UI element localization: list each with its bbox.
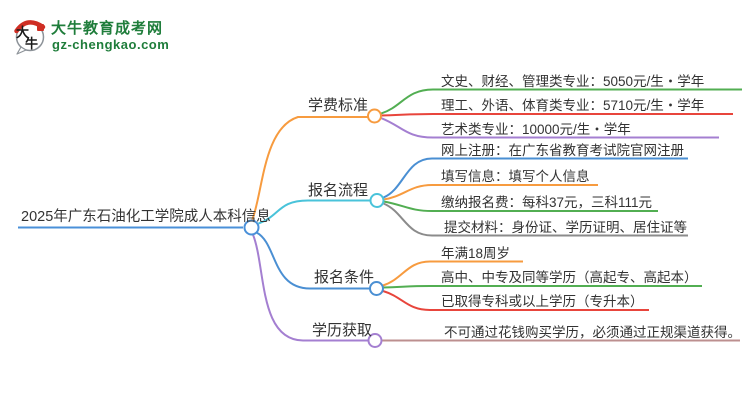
leaf-req-college[interactable]: 已取得专科或以上学历（专升本）: [441, 294, 644, 309]
leaf-process-register[interactable]: 网上注册：在广东省教育考试院官网注册: [441, 143, 684, 158]
branch-tuition[interactable]: 学费标准: [308, 97, 369, 114]
leaf-process-pay-fee[interactable]: 缴纳报名费：每科37元，三科111元: [441, 195, 653, 210]
branch-line-tuition: [251, 116, 368, 221]
leaf-req-highschool[interactable]: 高中、中专及同等学历（高起专、高起本）: [441, 270, 698, 285]
logo-title: 大牛教育成考网: [51, 20, 164, 37]
branch-requirements[interactable]: 报名条件: [314, 269, 375, 286]
leaf-process-fill-info[interactable]: 填写信息：填写个人信息: [441, 169, 590, 184]
branch-process[interactable]: 报名流程: [308, 182, 369, 199]
child-line-process-1: [383, 157, 688, 199]
logo-subtitle: gz-chengkao.com: [52, 37, 170, 52]
credential-node-circle[interactable]: [367, 333, 383, 348]
child-line-process-4: [383, 202, 688, 237]
logo-char-da: 大: [16, 25, 29, 40]
child-line-process-3: [383, 200, 658, 212]
daniu-speech-bubble-icon: 大 牛: [14, 20, 46, 55]
leaf-req-age[interactable]: 年满18周岁: [441, 246, 511, 261]
child-line-requirements-1: [382, 260, 523, 287]
leaf-tuition-science[interactable]: 理工、外语、体育类专业：5710元/生・学年: [441, 98, 705, 113]
branch-line-credential: [251, 233, 369, 342]
requirements-node-circle[interactable]: [369, 281, 384, 296]
root-node-circle[interactable]: [243, 219, 260, 236]
child-line-tuition-3: [380, 117, 719, 139]
process-node-circle[interactable]: [369, 193, 385, 208]
child-line-requirements-3: [382, 290, 649, 311]
leaf-tuition-art[interactable]: 艺术类专业：10000元/生・学年: [441, 122, 631, 137]
child-line-tuition-1: [380, 88, 742, 115]
branch-line-requirements: [255, 231, 370, 290]
leaf-process-materials[interactable]: 提交材料：身份证、学历证明、居住证等: [444, 220, 687, 235]
leaf-credential-warning[interactable]: 不可通过花钱购买学历，必须通过正规渠道获得。: [444, 325, 741, 340]
tuition-node-circle[interactable]: [367, 108, 382, 124]
child-line-tuition-2: [380, 113, 733, 117]
leaf-tuition-liberal[interactable]: 文史、财经、管理类专业：5050元/生・学年: [441, 74, 705, 89]
site-logo[interactable]: 大 牛 大牛教育成考网 gz-chengkao.com: [12, 17, 169, 59]
branch-line-process: [258, 199, 370, 225]
root-topic[interactable]: 2025年广东石油化工学院成人本科信息: [21, 209, 271, 225]
logo-char-niu: 牛: [25, 36, 38, 51]
child-line-process-2: [383, 184, 598, 201]
child-line-requirements-2: [382, 285, 702, 289]
branch-credential[interactable]: 学历获取: [312, 322, 373, 339]
